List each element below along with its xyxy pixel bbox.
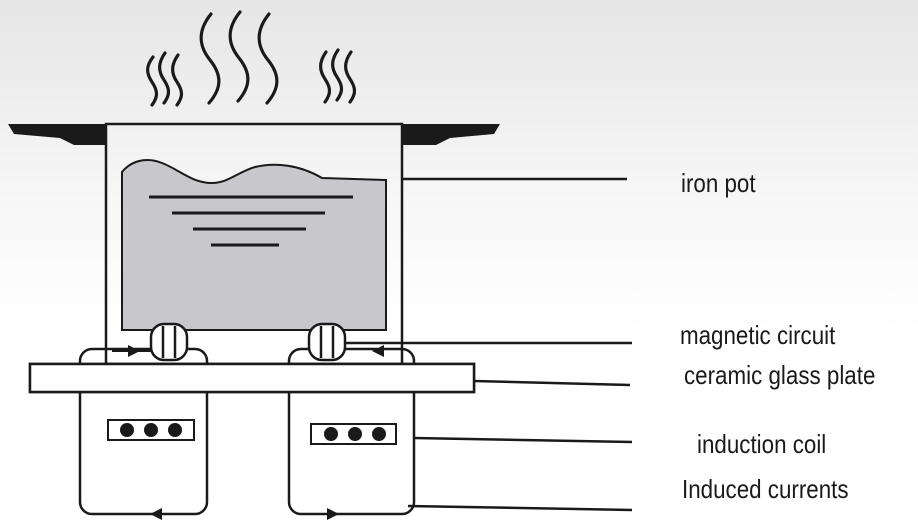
pot-handle-left — [8, 124, 107, 145]
magnetic-circuit-right — [307, 322, 347, 362]
label-magnetic-circuit: magnetic circuit — [680, 320, 836, 350]
magnetic-circuit-left — [149, 322, 189, 362]
winding-dot — [168, 423, 182, 437]
steam-line — [171, 53, 184, 107]
winding-dot — [144, 423, 158, 437]
winding-dot — [324, 427, 338, 441]
induction-coil-housing-right — [287, 347, 416, 516]
ceramic-glass-plate-overlay — [28, 362, 476, 394]
steam-lines — [146, 10, 357, 107]
pot-handle-right — [402, 124, 500, 145]
steam-line — [146, 55, 159, 107]
label-induced-currents: Induced currents — [682, 474, 849, 504]
induction-coil-housing-left — [78, 347, 209, 516]
steam-line — [228, 10, 250, 103]
induced-current-arrow-left — [150, 508, 162, 520]
leader-induced-currents — [407, 504, 633, 512]
label-iron-pot: iron pot — [681, 168, 756, 198]
steam-line — [158, 51, 171, 105]
winding-dot — [120, 423, 134, 437]
magnetic-coil-ring — [149, 322, 189, 362]
induced-current-arrow-right — [327, 508, 339, 520]
label-induction-coil: induction coil — [697, 429, 827, 459]
steam-line — [344, 50, 357, 104]
magnetic-flux-arrow-right — [372, 345, 384, 357]
leader-lines — [345, 177, 633, 512]
leader-induction-coil — [413, 436, 633, 444]
magnetic-flux-arrow — [128, 345, 140, 357]
steam-line — [257, 12, 279, 105]
steam-line — [319, 50, 332, 104]
steam-line — [199, 12, 221, 105]
coil-winding-right — [310, 423, 397, 445]
label-ceramic-glass-plate: ceramic glass plate — [684, 360, 876, 390]
winding-dot — [372, 427, 386, 441]
coil-winding-left — [107, 419, 195, 441]
steam-line — [331, 48, 344, 102]
leader-ceramic-glass-plate — [473, 379, 631, 387]
winding-dot — [348, 427, 362, 441]
liquid-lines — [149, 195, 353, 247]
magnetic-coil-ring — [307, 322, 347, 362]
